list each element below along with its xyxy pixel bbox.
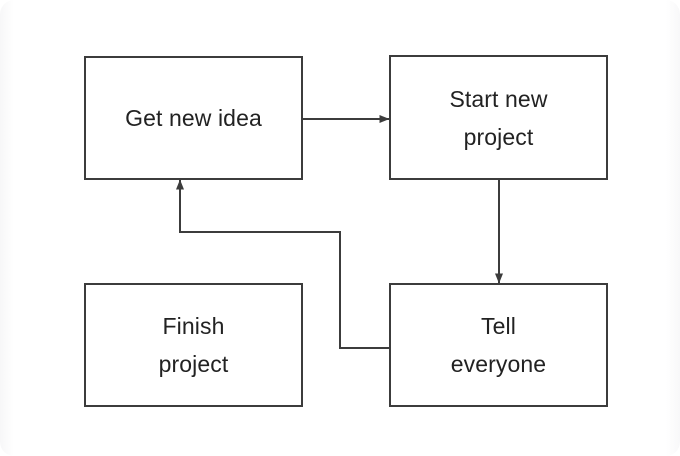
node-finish-project-label: Finish project: [158, 313, 229, 377]
node-tell-everyone[interactable]: Tell everyone: [389, 283, 608, 407]
node-finish-project[interactable]: Finish project: [84, 283, 303, 407]
node-get-new-idea-label: Get new idea: [125, 105, 262, 131]
node-start-new-project-label: Start new project: [449, 85, 548, 150]
node-tell-everyone-label: Tell everyone: [450, 313, 547, 377]
node-start-new-project[interactable]: Start new project: [389, 55, 608, 180]
connector-tell-to-idea: [176, 179, 389, 349]
node-get-new-idea[interactable]: Get new idea: [84, 56, 303, 180]
